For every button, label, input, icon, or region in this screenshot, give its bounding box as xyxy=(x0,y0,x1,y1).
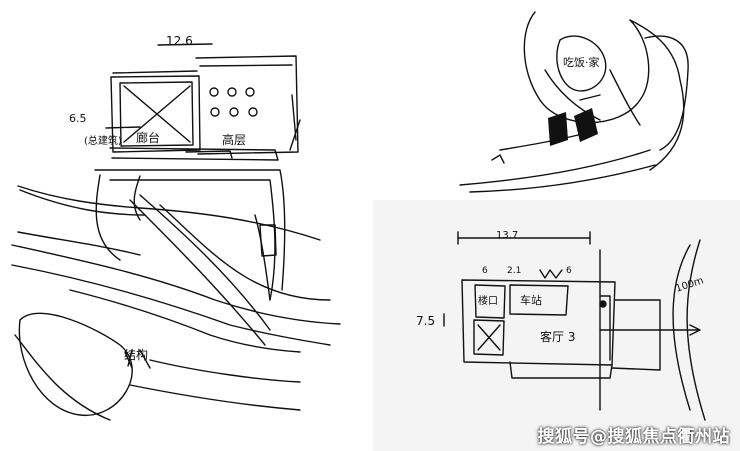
left-sketch xyxy=(11,43,341,421)
label-main: 廊台 xyxy=(136,131,161,145)
label-bottom: 结构 xyxy=(124,348,149,362)
room-left: 楼口 xyxy=(478,296,498,307)
watermark-text: 搜狐号@搜狐焦点衢州站 xyxy=(537,427,730,447)
top-right-label: 吃饭·家 xyxy=(563,56,600,69)
label-paren: (总建筑) xyxy=(84,136,122,147)
dim-7-5: 7.5 xyxy=(416,314,436,328)
dim-6-c: 6 xyxy=(566,266,572,276)
room-mid: 车站 xyxy=(520,294,542,307)
top-right-sketch xyxy=(459,11,689,193)
room-main: 客厅 3 xyxy=(540,330,576,344)
bottom-right-panel xyxy=(373,200,740,451)
dim-12-6: 12.6 xyxy=(166,34,193,48)
bottom-right-sketch xyxy=(443,231,706,421)
dim-2-1: 2.1 xyxy=(507,266,522,276)
label-right: 高层 xyxy=(222,133,247,147)
dim-6-a: 6 xyxy=(482,266,488,276)
building-block-b xyxy=(574,108,598,142)
dim-13-7: 13.7 xyxy=(496,230,519,241)
building-block-a xyxy=(548,112,568,146)
dim-6-5: 6.5 xyxy=(69,112,87,125)
